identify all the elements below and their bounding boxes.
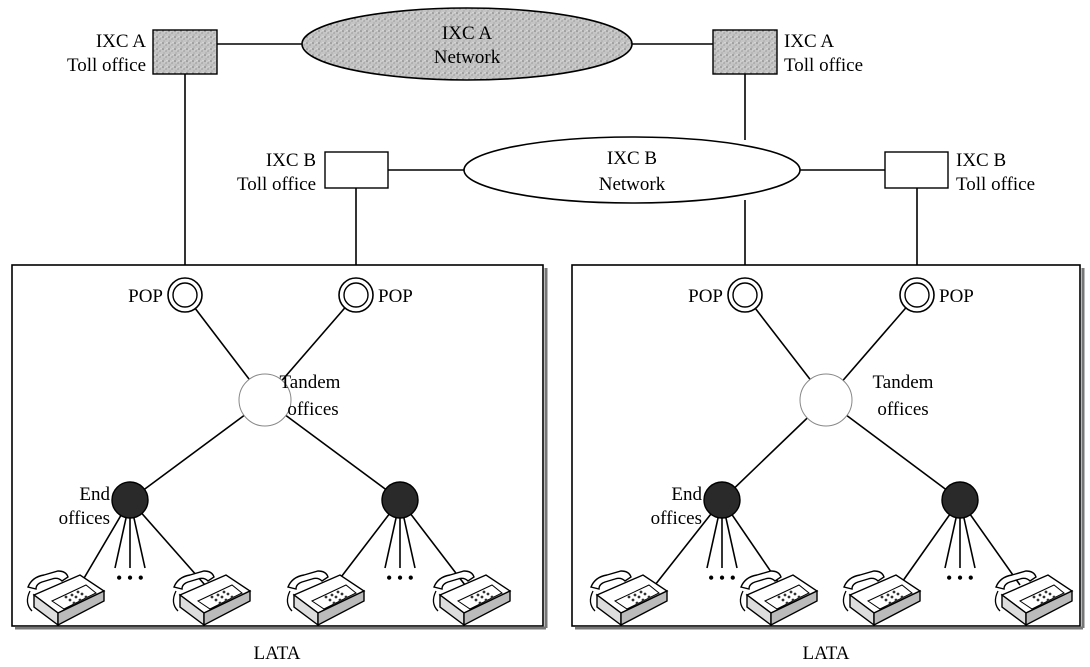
tandem-office-node — [799, 373, 853, 427]
ixc-b-toll-office-left: IXC B Toll office — [237, 150, 389, 195]
end-office-label: End — [671, 484, 702, 505]
ixc-b-toll-left-label-2: Toll office — [237, 174, 316, 195]
ixc-a-toll-right-label-1: IXC A — [784, 31, 834, 52]
end-office-label: offices — [651, 508, 702, 529]
ixc-b-network-label-1: IXC B — [607, 148, 657, 169]
pop-label: POP — [128, 286, 163, 307]
pop-node — [727, 277, 763, 313]
ixc-b-toll-left-label-1: IXC B — [266, 150, 316, 171]
lata-left: POP POP Tandem offices End offices • • •… — [11, 264, 548, 664]
ixc-a-network: IXC A Network — [301, 7, 633, 81]
ellipsis: • • • — [946, 568, 974, 588]
ellipsis: • • • — [708, 568, 736, 588]
ixc-a-network-label-2: Network — [434, 47, 501, 68]
ellipsis: • • • — [386, 568, 414, 588]
tandem-label: Tandem — [280, 372, 341, 393]
pop-node — [338, 277, 374, 313]
ixc-b-toll-right-label-1: IXC B — [956, 150, 1006, 171]
ixc-b-network: IXC B Network — [463, 136, 801, 204]
end-office-node — [111, 481, 149, 519]
lata-caption: LATA — [253, 643, 300, 664]
tandem-label: offices — [287, 399, 338, 420]
pop-label: POP — [688, 286, 723, 307]
tandem-office-node — [238, 373, 292, 427]
ixc-a-toll-left-label-1: IXC A — [96, 31, 146, 52]
ixc-b-toll-office-right: IXC B Toll office — [884, 150, 1035, 195]
pop-node — [899, 277, 935, 313]
lata-right: POP POP Tandem offices End offices • • •… — [571, 264, 1085, 664]
ixc-a-toll-office-left: IXC A Toll office — [67, 29, 218, 76]
ixc-a-toll-left-label-2: Toll office — [67, 55, 146, 76]
end-office-node — [941, 481, 979, 519]
ixc-a-toll-right-label-2: Toll office — [784, 55, 863, 76]
ixc-a-toll-office-right: IXC A Toll office — [712, 29, 863, 76]
lata-caption: LATA — [802, 643, 849, 664]
pop-node — [167, 277, 203, 313]
tandem-label: Tandem — [873, 372, 934, 393]
ixc-a-network-label-1: IXC A — [442, 23, 492, 44]
ixc-b-toll-right-label-2: Toll office — [956, 174, 1035, 195]
tandem-label: offices — [877, 399, 928, 420]
end-office-label: End — [79, 484, 110, 505]
end-office-label: offices — [59, 508, 110, 529]
ixc-b-network-label-2: Network — [599, 174, 666, 195]
end-office-node — [703, 481, 741, 519]
ellipsis: • • • — [116, 568, 144, 588]
pop-label: POP — [378, 286, 413, 307]
end-office-node — [381, 481, 419, 519]
pop-label: POP — [939, 286, 974, 307]
